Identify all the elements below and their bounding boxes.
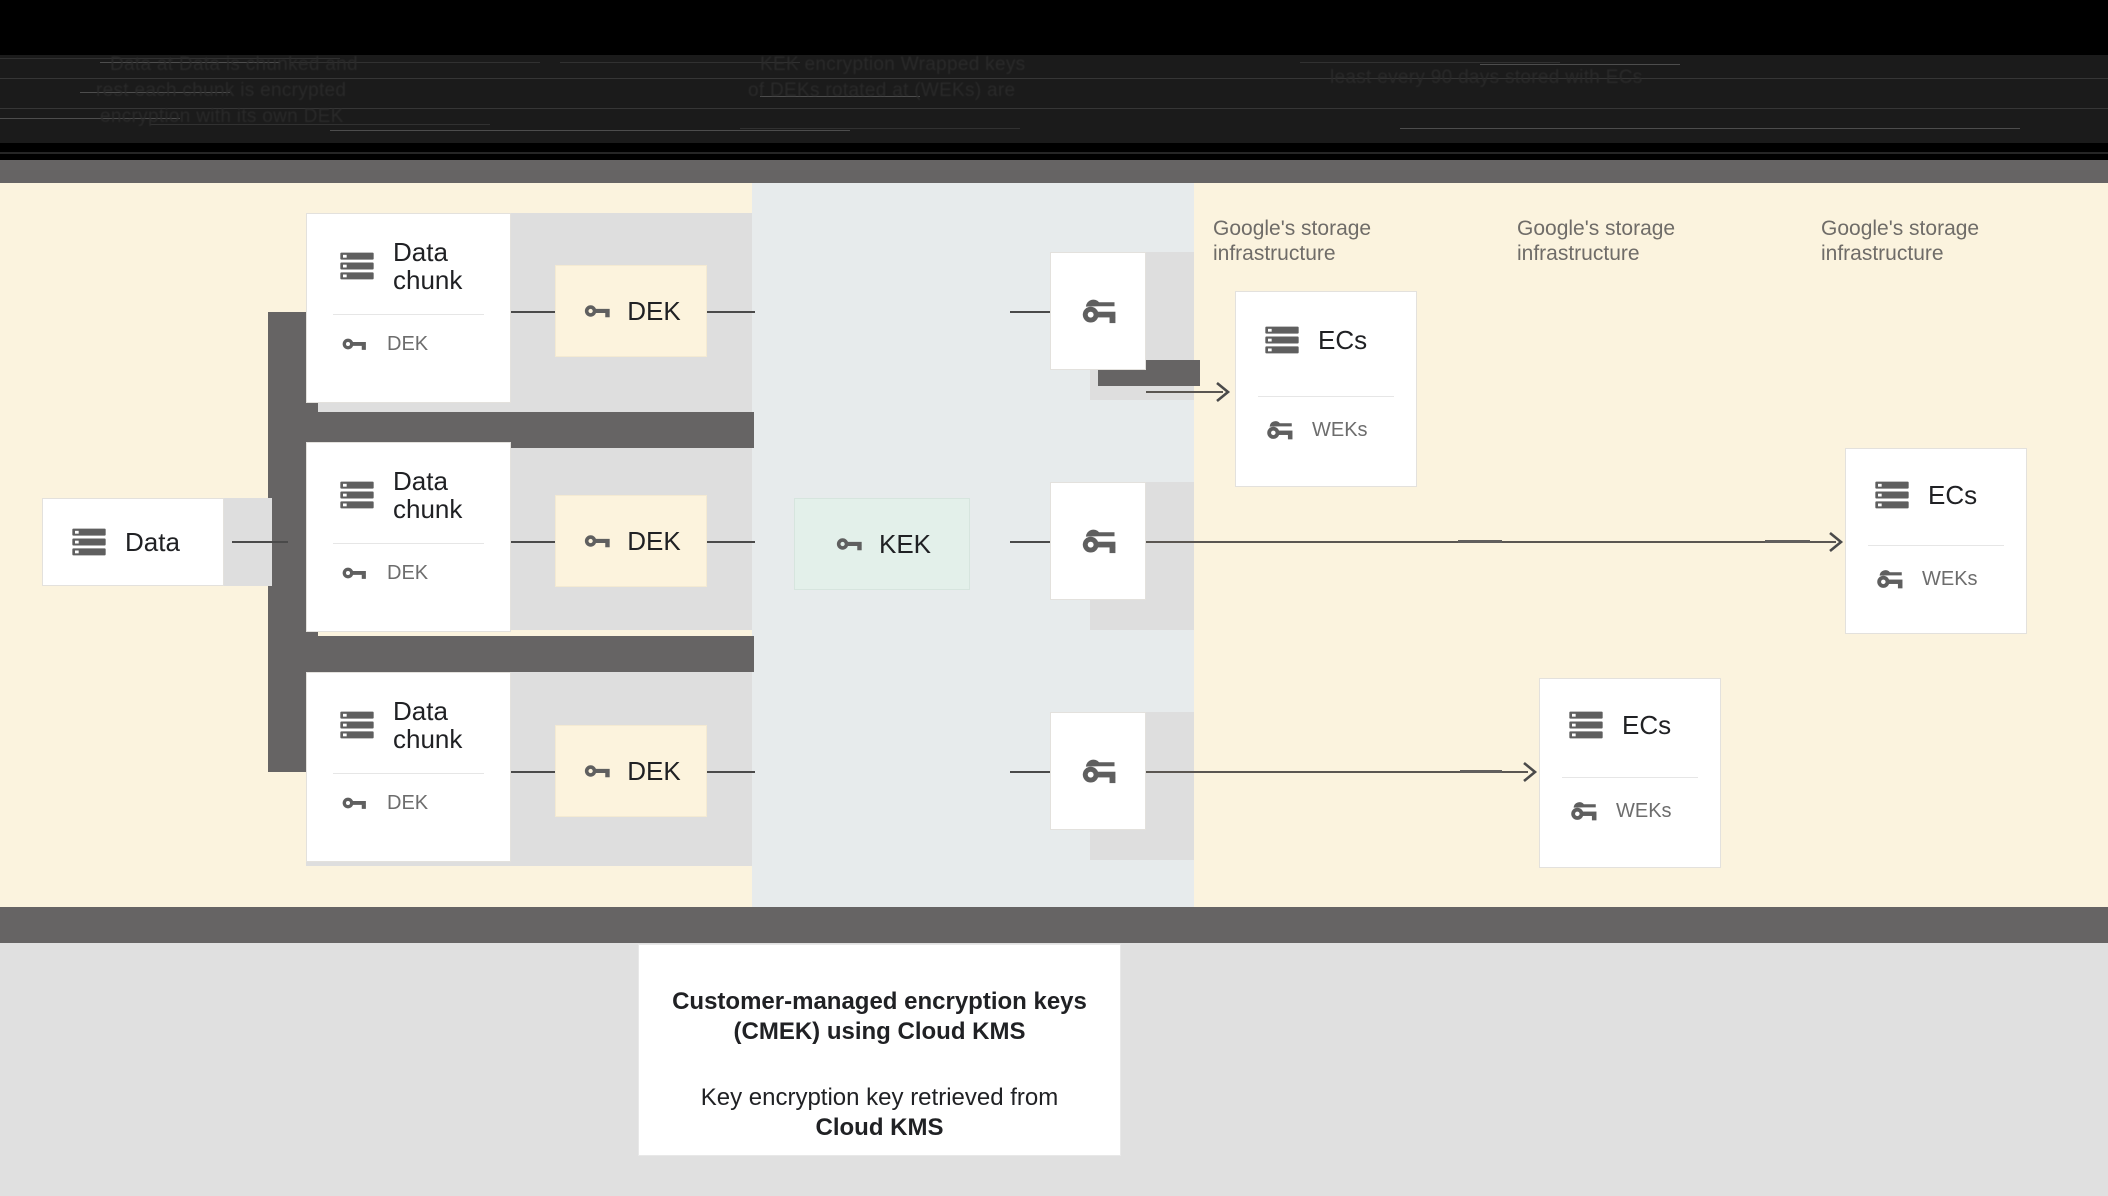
ecs-card-title-1: ECs	[1318, 325, 1368, 355]
key-icon	[339, 788, 369, 818]
dek-chip-label-3: DEK	[627, 755, 681, 786]
key-icon	[581, 755, 613, 787]
ecs-card-title-3: ECs	[1622, 710, 1672, 740]
card-divider	[333, 543, 484, 544]
arrow-line-row3	[1146, 771, 1528, 773]
data-chunk-key-label-2: DEK	[387, 561, 429, 584]
caption-bold-line-2: (CMEK) using Cloud KMS	[733, 1018, 1026, 1045]
key-icon	[581, 295, 613, 327]
branch-arm-mid	[268, 636, 754, 672]
caption-bold-line-1: Customer-managed encryption keys	[672, 988, 1087, 1015]
dek-chip-label-2: DEK	[627, 525, 681, 556]
key-icon	[581, 525, 613, 557]
server-icon	[337, 246, 377, 286]
connector-dek1-right	[707, 311, 755, 313]
server-icon	[69, 522, 109, 562]
wrapped-key-icon	[1262, 413, 1296, 447]
connector-to-wek1	[1010, 311, 1050, 313]
server-icon	[337, 475, 377, 515]
data-chunk-card-1[interactable]: Data chunk DEK	[306, 213, 511, 403]
card-divider	[333, 314, 484, 315]
header-divider-band	[0, 160, 2108, 183]
connector-dek3-right	[707, 771, 755, 773]
wrapped-key-icon	[1076, 289, 1120, 333]
ecs-card-key-label-3: WEKs	[1616, 799, 1672, 822]
key-icon	[339, 558, 369, 588]
caption-bold-line-3: Cloud KMS	[815, 1114, 944, 1141]
key-icon	[339, 329, 369, 359]
data-chunk-card-3[interactable]: Data chunk DEK	[306, 672, 511, 862]
connector-chunk1-dek1	[511, 311, 555, 313]
wrapped-key-icon	[1076, 519, 1120, 563]
banner-text-3: encryption with its own DEK	[100, 106, 344, 127]
connector-data-to-trunk	[232, 541, 288, 543]
connector-dek2-right	[707, 541, 755, 543]
arrow-head-row2	[1829, 531, 1844, 553]
wrapped-key-chip-2[interactable]	[1050, 482, 1146, 600]
banner-text-6: least every 90 days stored with ECs	[1330, 67, 1643, 88]
wrapped-key-chip-1[interactable]	[1050, 252, 1146, 370]
kek-chip-label: KEK	[878, 528, 932, 559]
caption-box: Customer-managed encryption keys (CMEK) …	[638, 944, 1121, 1156]
banner-text-2: rest each chunk is encrypted	[96, 80, 347, 101]
ecs-card-1[interactable]: ECs WEKs	[1235, 291, 1417, 487]
infra-label-3: Google's storage infrastructure	[1821, 217, 1980, 265]
card-divider	[1258, 396, 1394, 397]
banner-text-1: Data at Data is chunked and	[110, 54, 358, 75]
data-chunk-key-label-3: DEK	[387, 791, 429, 814]
card-divider	[1868, 545, 2004, 546]
arrow-line-row1	[1146, 391, 1223, 393]
footer-divider-band	[0, 907, 2108, 943]
arrow-seg-row2-b	[1765, 540, 1810, 543]
server-icon	[1262, 320, 1302, 360]
kek-chip[interactable]: KEK	[794, 498, 970, 590]
data-chunk-key-label-1: DEK	[387, 332, 429, 355]
ecs-card-key-label-2: WEKs	[1922, 567, 1978, 590]
connector-to-wek3	[1010, 771, 1050, 773]
banner-text-5: of DEKs rotated at (WEKs) are	[748, 80, 1016, 101]
connector-kek-to-wek2	[1010, 541, 1050, 543]
wrapped-key-chip-3[interactable]	[1050, 712, 1146, 830]
infra-label-2: Google's storage infrastructure	[1517, 217, 1676, 265]
banner-text-4: KEK encryption Wrapped keys	[760, 54, 1026, 75]
data-chunk-card-2[interactable]: Data chunk DEK	[306, 442, 511, 632]
data-card-label: Data	[125, 527, 180, 557]
ecs-card-3[interactable]: ECs WEKs	[1539, 678, 1721, 868]
connector-chunk3-dek3	[511, 771, 555, 773]
arrow-head-row1	[1216, 381, 1231, 403]
key-icon	[833, 528, 865, 560]
top-banner: Data at Data is chunked and rest each ch…	[0, 0, 2108, 160]
card-divider	[333, 773, 484, 774]
dek-chip-3[interactable]: DEK	[555, 725, 707, 817]
ecs-card-key-label-1: WEKs	[1312, 418, 1368, 441]
server-icon	[1872, 475, 1912, 515]
wrapped-key-icon	[1566, 794, 1600, 828]
server-icon	[1566, 705, 1606, 745]
data-card[interactable]: Data	[42, 498, 224, 586]
server-icon	[337, 705, 377, 745]
ecs-card-title-2: ECs	[1928, 480, 1978, 510]
wrapped-key-icon	[1076, 749, 1120, 793]
caption-plain-line-1: Key encryption key retrieved from	[700, 1084, 1059, 1111]
data-chunk-title-1: Data chunk	[393, 237, 463, 295]
dek-chip-1[interactable]: DEK	[555, 265, 707, 357]
dek-chip-2[interactable]: DEK	[555, 495, 707, 587]
arrow-seg-row3-a	[1460, 770, 1502, 773]
data-chunk-title-3: Data chunk	[393, 696, 463, 754]
ecs-card-2[interactable]: ECs WEKs	[1845, 448, 2027, 634]
arrow-seg-row2-a	[1458, 540, 1502, 543]
data-chunk-title-2: Data chunk	[393, 466, 463, 524]
arrow-head-row3	[1523, 761, 1538, 783]
infra-label-1: Google's storage infrastructure	[1213, 217, 1372, 265]
connector-chunk2-dek2	[511, 541, 555, 543]
wrapped-key-icon	[1872, 562, 1906, 596]
dek-chip-label-1: DEK	[627, 295, 681, 326]
card-divider	[1562, 777, 1698, 778]
